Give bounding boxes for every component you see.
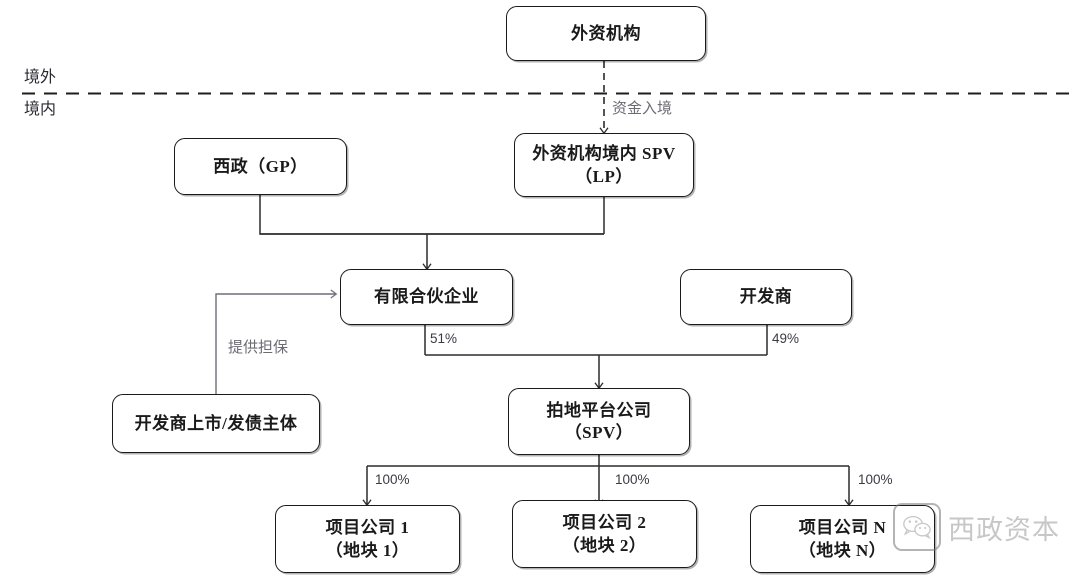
node-xizheng-gp-line1: 西政（GP） <box>213 156 308 176</box>
node-onshore-spv-lp[interactable]: 外资机构境内 SPV （LP） <box>514 133 694 197</box>
node-land-bidding-platform[interactable]: 拍地平台公司 （SPV） <box>508 388 690 455</box>
edge-label-project1-share: 100% <box>375 472 410 487</box>
node-project-company-2-line1: 项目公司 2 <box>562 513 647 533</box>
node-project-company-n-line2: （地块 N） <box>798 540 887 560</box>
watermark-text: 西政资本 <box>948 514 1060 545</box>
node-onshore-spv-lp-line1: 外资机构境内 SPV <box>532 144 676 164</box>
node-land-bidding-platform-line1: 拍地平台公司 <box>546 400 652 420</box>
region-label-onshore: 境内 <box>24 101 57 118</box>
node-project-company-2-line2: （地块 2） <box>562 535 647 555</box>
node-developer-listed-bond-entity-line1: 开发商上市/发债主体 <box>134 413 298 433</box>
node-project-company-1-line1: 项目公司 1 <box>325 518 410 538</box>
node-onshore-spv-lp-line2: （LP） <box>575 166 633 186</box>
node-foreign-institution[interactable]: 外资机构 <box>506 6 706 61</box>
node-developer-line1: 开发商 <box>739 287 793 307</box>
node-project-company-1[interactable]: 项目公司 1 （地块 1） <box>275 505 460 573</box>
edge-label-project2-share: 100% <box>615 472 650 487</box>
edge-label-capital-inflow: 资金入境 <box>612 101 673 117</box>
edge-label-lp-share: 51% <box>430 331 458 346</box>
edge-label-projectn-share: 100% <box>858 472 893 487</box>
node-foreign-institution-line1: 外资机构 <box>571 23 641 43</box>
node-developer-listed-bond-entity[interactable]: 开发商上市/发债主体 <box>112 394 320 453</box>
node-limited-partnership-line1: 有限合伙企业 <box>374 287 479 307</box>
node-project-company-2[interactable]: 项目公司 2 （地块 2） <box>512 500 697 568</box>
node-project-company-1-line2: （地块 1） <box>325 540 410 560</box>
wire-gp-to-lp-bus <box>259 195 604 235</box>
node-developer[interactable]: 开发商 <box>680 269 852 325</box>
node-land-bidding-platform-line2: （SPV） <box>564 423 634 442</box>
node-limited-partnership[interactable]: 有限合伙企业 <box>340 269 513 325</box>
edge-label-developer-share: 49% <box>772 331 800 346</box>
region-label-offshore: 境外 <box>24 69 57 86</box>
node-xizheng-gp[interactable]: 西政（GP） <box>174 138 347 195</box>
node-project-company-n[interactable]: 项目公司 N （地块 N） <box>750 505 935 573</box>
node-project-company-n-line1: 项目公司 N <box>798 518 887 538</box>
edge-label-provide-guarantee: 提供担保 <box>228 340 289 356</box>
